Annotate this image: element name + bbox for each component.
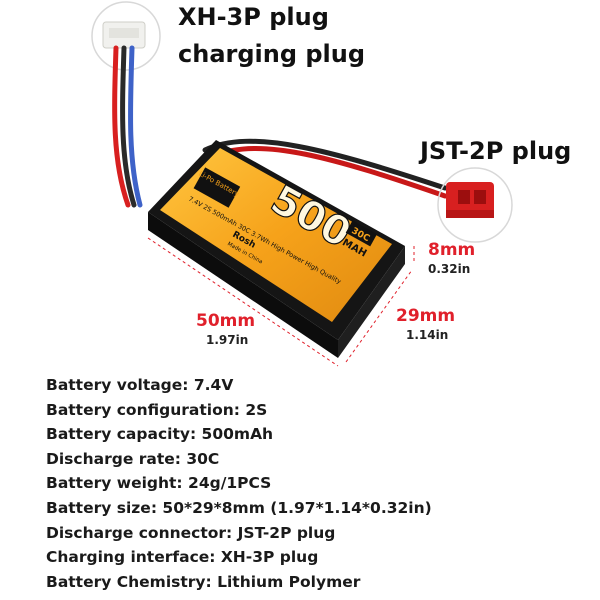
length-in-label: 1.97in [206,333,249,347]
xh-plug-highlight [91,1,161,71]
thickness-in-label: 0.32in [428,262,471,276]
jst-plug-callout: JST-2P plug [420,137,572,165]
width-in-label: 1.14in [406,328,449,342]
thickness-mm-label: 8mm [428,240,476,260]
xh-plug-callout: XH-3P plug [178,3,329,31]
jst-plug-connector [446,182,494,218]
spec-chemistry: Battery Chemistry: Lithium Polymer [46,572,361,591]
battery-specs-list: Battery voltage: 7.4V Battery configurat… [46,373,432,594]
spec-voltage: Battery voltage: 7.4V [46,376,234,394]
length-mm-label: 50mm [196,311,256,331]
dimension-lines [147,237,415,367]
battery-body-side-front [148,212,338,358]
charging-plug-callout: charging plug [178,40,366,68]
width-dimension-line [345,269,413,363]
spec-discharge-rate: Discharge rate: 30C [46,449,220,468]
spec-charging-interface: Charging interface: XH-3P plug [46,548,319,567]
length-dimension-line [147,237,339,367]
spec-discharge-connector: Discharge connector: JST-2P plug [46,523,336,542]
spec-size: Battery size: 50*29*8mm (1.97*1.14*0.32i… [46,498,432,517]
spec-weight: Battery weight: 24g/1PCS [46,474,272,493]
xh-plug-socket [109,28,139,38]
spec-configuration: Battery configuration: 2S [46,400,268,419]
width-mm-label: 29mm [396,306,456,326]
jst-plug-highlight [437,167,513,243]
xh-wires [112,45,143,208]
spec-capacity: Battery capacity: 500mAh [46,425,274,444]
battery-body-side-right [338,246,405,358]
